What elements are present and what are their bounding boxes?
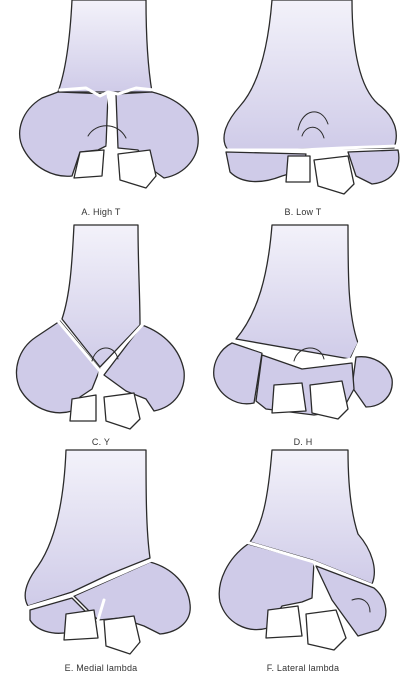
caption-h: D. H (202, 437, 404, 447)
caption-low-t: B. Low T (202, 207, 404, 217)
humerus-shaft (58, 0, 152, 92)
trochlea-fragment (64, 610, 98, 640)
trochlea-fragment (70, 395, 96, 421)
capitulum-fragment (118, 150, 156, 188)
caption-medial-lambda: E. Medial lambda (0, 663, 202, 673)
caption-y: C. Y (0, 437, 202, 447)
capitulum-fragment (104, 393, 140, 429)
capitulum-fragment (314, 156, 354, 194)
lateral-lambda-illustration (202, 450, 404, 650)
distal-fragment-right (348, 150, 399, 184)
distal-fragment-right (352, 357, 392, 407)
high-t-illustration (0, 0, 202, 200)
panel-medial-lambda: E. Medial lambda (0, 450, 202, 675)
panel-y: C. Y (0, 225, 202, 450)
panel-low-t: B. Low T (202, 0, 404, 225)
trochlea-fragment (272, 383, 306, 413)
panel-lateral-lambda: F. Lateral lambda (202, 450, 404, 675)
capitulum-fragment (310, 381, 348, 419)
caption-high-t: A. High T (0, 207, 202, 217)
humerus-shaft (236, 225, 358, 359)
trochlea-fragment (266, 606, 302, 638)
panel-high-t: A. High T (0, 0, 202, 225)
h-illustration (202, 225, 404, 425)
distal-fragment-left (214, 343, 262, 404)
low-t-illustration (202, 0, 404, 200)
capitulum-fragment (306, 610, 346, 650)
trochlea-fragment (286, 156, 310, 182)
panel-h: D. H (202, 225, 404, 450)
capitulum-fragment (104, 616, 140, 654)
y-illustration (0, 225, 202, 425)
caption-lateral-lambda: F. Lateral lambda (202, 663, 404, 673)
medial-lambda-illustration (0, 450, 202, 650)
